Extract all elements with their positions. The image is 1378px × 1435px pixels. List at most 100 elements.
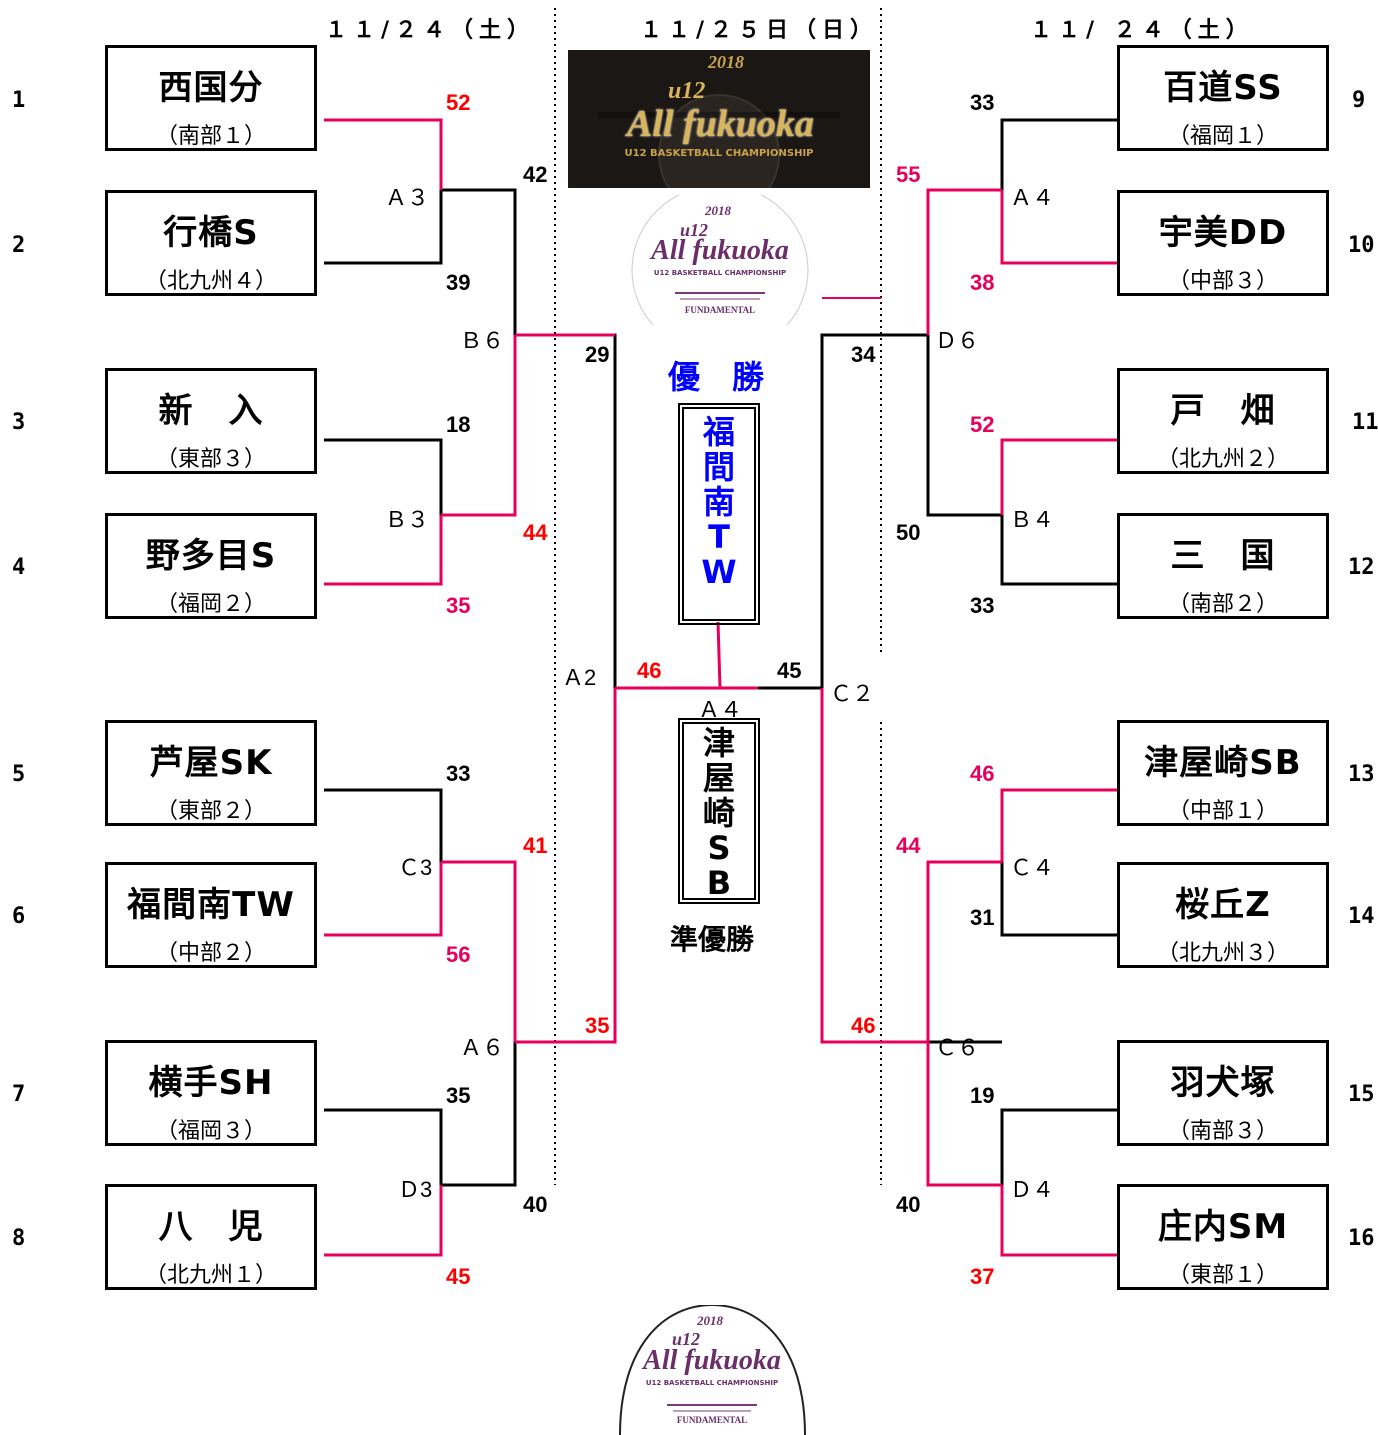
score-14: 31: [970, 905, 995, 930]
team-box-12[interactable]: 三 国 （南部２）: [1117, 513, 1329, 619]
team-box-6[interactable]: 福間南TW （中部２）: [105, 862, 317, 968]
runnerup-char: B: [706, 864, 732, 902]
score-qf-c4: 44: [896, 833, 921, 858]
team-name: 芦屋SK: [149, 743, 273, 783]
team-region: （福岡２）: [155, 592, 266, 617]
score-qf-a4: 55: [896, 162, 921, 187]
logo-subtitle: U12 BASKETBALL CHAMPIONSHIP: [624, 148, 814, 159]
game-label-a2: Ａ2: [562, 665, 597, 690]
score-2: 39: [446, 270, 471, 295]
seed-number: 8: [12, 1226, 26, 1251]
team-box-4[interactable]: 野多目S （福岡２）: [105, 513, 317, 619]
champion-label: 優 勝: [668, 358, 765, 396]
team-name: 羽犬塚: [1170, 1063, 1276, 1103]
team-box-8[interactable]: 八 児 （北九州１）: [105, 1184, 317, 1290]
score-qf-d4: 40: [896, 1192, 921, 1217]
game-label-d3: Ｄ3: [398, 1177, 433, 1202]
team-name: 行橋S: [163, 213, 259, 253]
team-name: 新 入: [158, 391, 264, 431]
game-label-a3: Ａ３: [385, 185, 430, 210]
seed-number: 14: [1348, 904, 1375, 929]
score-sf-right-top: 34: [851, 342, 876, 367]
team-region: （東部１）: [1167, 1263, 1278, 1288]
logo-u12: u12: [672, 1329, 701, 1349]
team-name: 宇美DD: [1158, 213, 1288, 253]
team-name: 百道SS: [1163, 68, 1283, 108]
team-box-5[interactable]: 芦屋SK （東部２）: [105, 720, 317, 826]
game-label-b4: Ｂ４: [1010, 507, 1055, 532]
game-label-b6: Ｂ６: [460, 328, 505, 353]
team-region: （福岡１）: [1167, 124, 1278, 149]
team-box-7[interactable]: 横手SH （福岡３）: [105, 1040, 317, 1146]
score-11: 52: [970, 412, 995, 437]
seed-number: 9: [1352, 88, 1366, 113]
logo-u12: u12: [680, 220, 709, 240]
runnerup-char: 崎: [702, 794, 735, 832]
runnerup-label: 準優勝: [670, 923, 755, 956]
score-qf-b3: 44: [523, 520, 548, 545]
logo-year: 2018: [697, 1313, 723, 1328]
score-16: 37: [970, 1264, 995, 1289]
score-4: 35: [446, 593, 471, 618]
runnerup-char: 屋: [702, 759, 735, 797]
game-label-final: Ａ４: [698, 697, 743, 722]
game-label-c3: Ｃ3: [398, 855, 433, 880]
seed-number: 15: [1348, 1082, 1375, 1107]
score-final-left: 46: [637, 658, 662, 683]
score-8: 45: [446, 1264, 471, 1289]
team-box-15[interactable]: 羽犬塚 （南部３）: [1117, 1040, 1329, 1146]
tournament-logo-white: 2018 u12 All fukuoka U12 BASKETBALL CHAM…: [625, 195, 815, 325]
team-region: （中部３）: [1167, 269, 1278, 294]
score-sf-right-bottom: 46: [851, 1013, 876, 1038]
date-left: １１/２４（土）: [325, 18, 536, 43]
team-region: （東部２）: [155, 799, 266, 824]
date-center: １１/２５日（日）: [640, 18, 879, 43]
team-box-14[interactable]: 桜丘Z （北九州３）: [1117, 862, 1329, 968]
game-label-a4-right: Ａ４: [1010, 185, 1055, 210]
team-name: 津屋崎SB: [1144, 743, 1302, 783]
team-box-2[interactable]: 行橋S （北九州４）: [105, 190, 317, 296]
seed-number: 10: [1348, 233, 1375, 258]
team-region: （南部２）: [1167, 592, 1278, 617]
team-region: （北九州３）: [1156, 941, 1289, 966]
date-right: １１/ ２４（土）: [1030, 18, 1254, 43]
logo-year: 2018: [705, 203, 731, 218]
tournament-logo-dark: 2018 u12 All fukuoka U12 BASKETBALL CHAM…: [568, 50, 870, 188]
runnerup-char: S: [707, 829, 731, 867]
team-box-3[interactable]: 新 入 （東部３）: [105, 368, 317, 474]
team-box-11[interactable]: 戸 畑 （北九州２）: [1117, 368, 1329, 474]
basketball-icon: [598, 94, 840, 188]
seed-number: 11: [1352, 410, 1378, 435]
score-qf-a3: 42: [523, 162, 548, 187]
score-qf-d3: 40: [523, 1192, 548, 1217]
champion-char: 福: [702, 413, 735, 451]
team-box-10[interactable]: 宇美DD （中部３）: [1117, 190, 1329, 296]
team-name: 戸 畑: [1170, 391, 1276, 431]
champion-char: 南: [702, 483, 735, 521]
team-region: （福岡３）: [155, 1119, 266, 1144]
game-label-c4: Ｃ４: [1010, 855, 1055, 880]
logo-u12: u12: [668, 78, 706, 104]
score-sf-left-top: 29: [585, 342, 610, 367]
team-box-9[interactable]: 百道SS （福岡１）: [1117, 45, 1329, 151]
seed-number: 4: [12, 555, 26, 580]
logo-bottom: FUNDAMENTAL: [684, 305, 756, 315]
team-region: （北九州１）: [144, 1263, 277, 1288]
team-name: 三 国: [1170, 536, 1276, 576]
champion-char: 間: [702, 448, 735, 486]
team-region: （南部１）: [155, 124, 266, 149]
team-region: （東部３）: [155, 447, 266, 472]
score-final-right: 45: [777, 658, 802, 683]
seed-number: 7: [12, 1082, 26, 1107]
logo-title: All fukuoka: [643, 1345, 781, 1376]
team-name: 横手SH: [148, 1063, 274, 1103]
game-label-a6: Ａ６: [460, 1035, 505, 1060]
team-box-16[interactable]: 庄内SM （東部１）: [1117, 1184, 1329, 1290]
score-9: 33: [970, 90, 995, 115]
game-label-b3: Ｂ３: [385, 507, 430, 532]
team-name: 庄内SM: [1157, 1207, 1289, 1247]
score-10: 38: [970, 270, 995, 295]
team-box-1[interactable]: 西国分 （南部１）: [105, 45, 317, 151]
team-box-13[interactable]: 津屋崎SB （中部１）: [1117, 720, 1329, 826]
seed-number: 12: [1348, 555, 1375, 580]
